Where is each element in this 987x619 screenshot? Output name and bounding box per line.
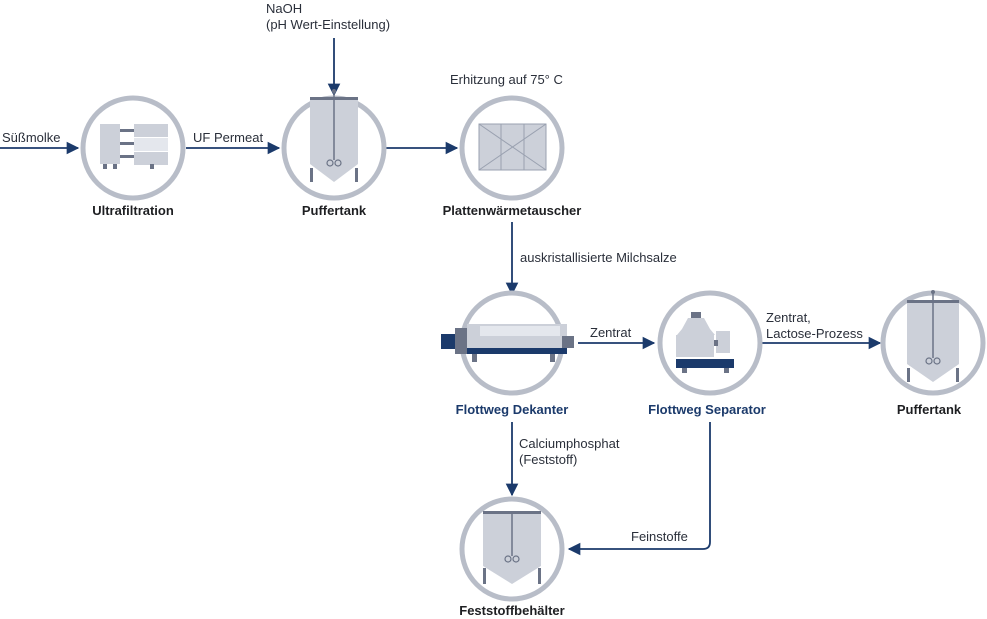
flow-label-uf-permeate: UF Permeat: [193, 130, 263, 145]
tank-agitator-icon: [907, 290, 959, 382]
plate-heat-exchanger-icon: [478, 123, 547, 171]
flow-label-fines: Feinstoffe: [631, 529, 688, 544]
tank-agitator-icon: [483, 511, 541, 584]
node-separator: Flottweg Separator: [648, 290, 766, 417]
tank-agitator-icon: [310, 89, 358, 182]
node-puffertank-2: Puffertank: [880, 290, 986, 417]
flow-label-calcium-1: Calciumphosphat: [519, 436, 620, 451]
label-solids-container: Feststoffbehälter: [459, 603, 564, 618]
flow-label-centrate-lactose-1: Zentrat,: [766, 310, 811, 325]
label-puffertank-2: Puffertank: [897, 402, 962, 417]
flow-label-centrate-lactose-2: Lactose-Prozess: [766, 326, 863, 341]
label-plate-heat-exchanger: Plattenwärmetauscher: [443, 203, 582, 218]
flow-label-input: Süßmolke: [2, 130, 61, 145]
flow-arrow-fines: [567, 422, 711, 556]
label-puffertank-1: Puffertank: [302, 203, 367, 218]
label-separator: Flottweg Separator: [648, 402, 766, 417]
flow-label-heating: Erhitzung auf 75° C: [450, 72, 563, 87]
node-decanter: Flottweg Dekanter: [441, 290, 574, 417]
ultrafiltration-icon: [100, 124, 168, 169]
label-decanter: Flottweg Dekanter: [456, 402, 569, 417]
separator-icon: [676, 312, 734, 373]
flow-label-naoh-2: (pH Wert-Einstellung): [266, 17, 390, 32]
node-ultrafiltration: Ultrafiltration: [80, 95, 186, 218]
flow-label-calcium-2: (Feststoff): [519, 452, 577, 467]
node-plate-heat-exchanger: Plattenwärmetauscher: [443, 95, 582, 218]
flow-label-centrate: Zentrat: [590, 325, 632, 340]
label-ultrafiltration: Ultrafiltration: [92, 203, 174, 218]
node-puffertank-1: Puffertank: [281, 89, 387, 218]
node-solids-container: Feststoffbehälter: [459, 496, 565, 618]
flow-label-naoh-1: NaOH: [266, 1, 302, 16]
decanter-icon: [441, 324, 574, 362]
flow-label-crystallized: auskristallisierte Milchsalze: [520, 250, 677, 265]
